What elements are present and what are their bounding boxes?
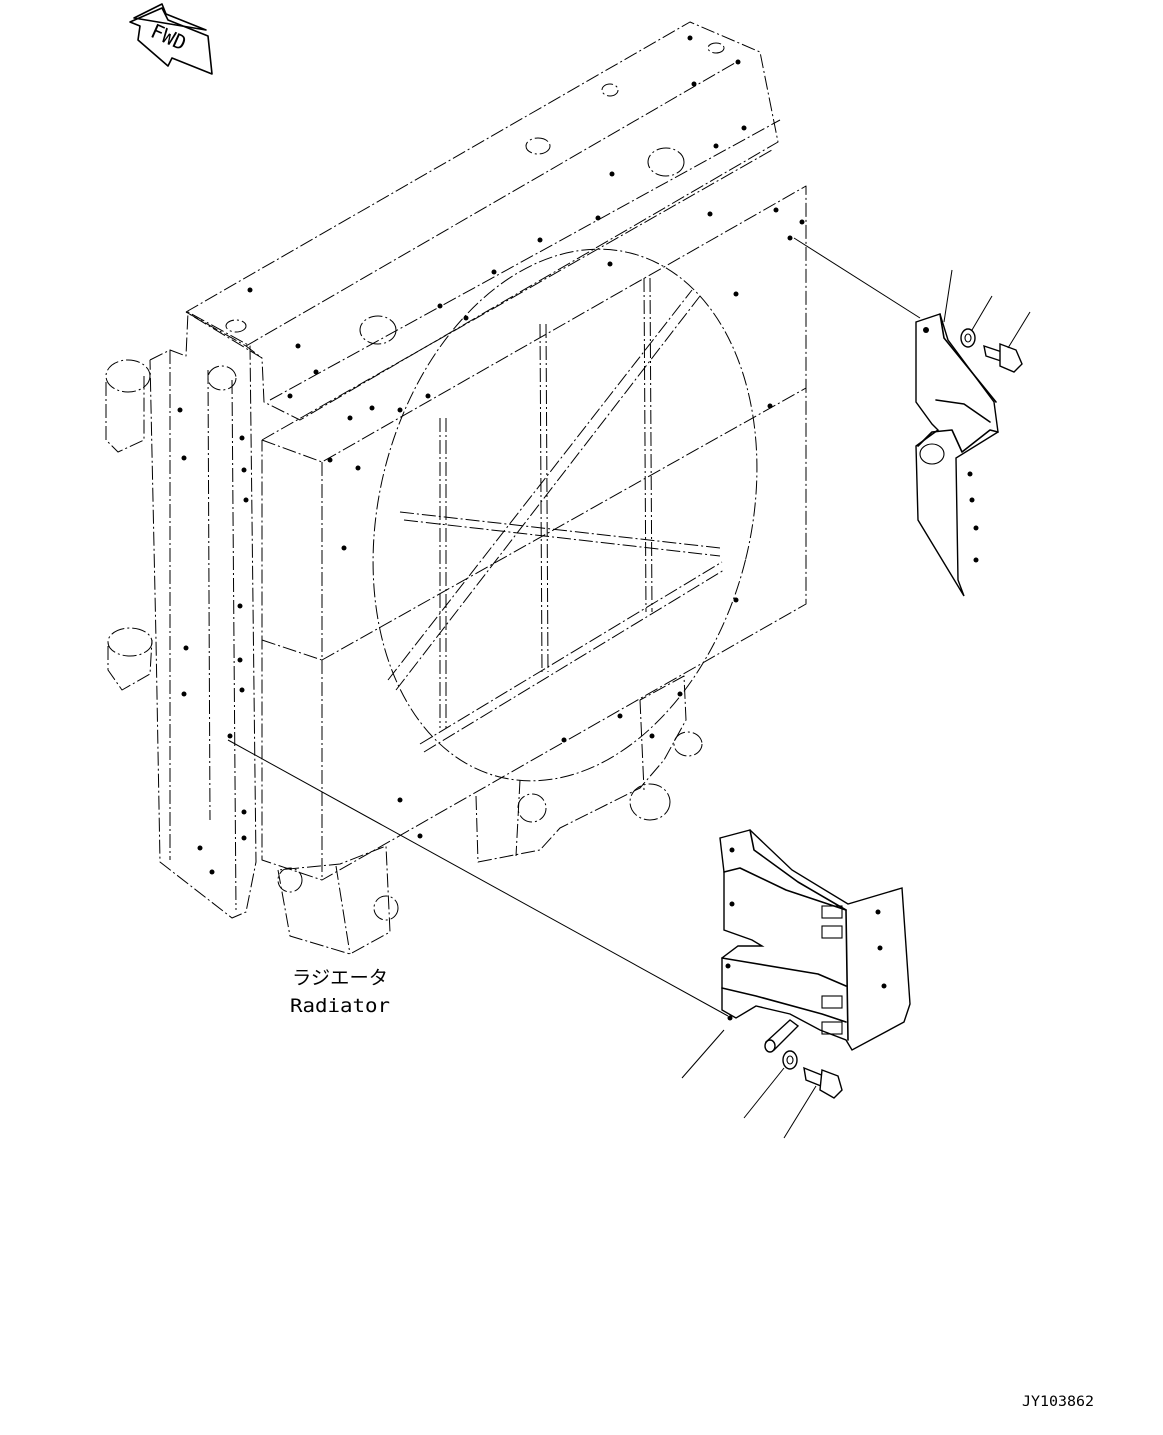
upper-washer: [960, 328, 976, 348]
radiator-label-en: Radiator: [290, 995, 390, 1017]
callout-leaders: [681, 269, 1031, 1139]
upper-bolt: [983, 342, 1023, 373]
radiator-label-jp: ラジエータ: [292, 967, 388, 989]
radiator-assembly: [105, 21, 807, 955]
lower-mount-line: [227, 739, 729, 1017]
fwd-label: FWD: [147, 19, 190, 56]
upper-bracket: [915, 313, 999, 597]
lower-bolt: [803, 1066, 843, 1099]
upper-mount-line: [793, 237, 921, 319]
drawing-code: JY103862: [1022, 1394, 1094, 1410]
lower-washer: [782, 1050, 798, 1070]
fwd-arrow-icon: FWD: [129, 3, 213, 75]
lower-bracket: [719, 829, 911, 1053]
